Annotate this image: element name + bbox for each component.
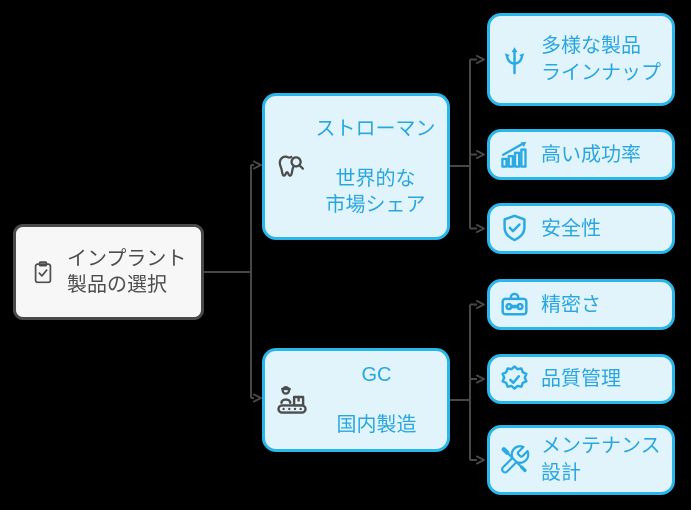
diverging-arrows-icon	[498, 40, 531, 80]
label-line: 国内製造	[336, 414, 417, 436]
branch-title: ストローマン	[315, 117, 436, 140]
branch-subtitle: 世界的な 市場シェア	[310, 166, 441, 218]
label-line: ラインナップ	[541, 61, 661, 84]
node-quality-control: 品質管理	[487, 354, 675, 404]
label-line: 高い成功率	[541, 143, 641, 166]
node-label: インプラント 製品の選択	[67, 246, 186, 298]
label-line: メンテナンス	[541, 435, 661, 457]
label-line: 安全性	[541, 217, 601, 240]
node-label: ストローマン 世界的な 市場シェア	[310, 116, 441, 218]
growth-chart-icon	[498, 138, 531, 171]
clipboard-check-icon	[31, 257, 55, 288]
quality-badge-icon	[498, 363, 531, 396]
branch-title: GC	[361, 364, 392, 386]
label-line: インプラント	[67, 248, 187, 270]
node-product-lineup: 多様な製品 ラインナップ	[487, 13, 675, 106]
node-label: 安全性	[541, 216, 601, 242]
label-line: 精密さ	[541, 293, 601, 316]
node-safety: 安全性	[487, 203, 675, 254]
node-label: GC 国内製造	[312, 362, 441, 438]
node-label: 高い成功率	[541, 142, 641, 168]
label-line: 多様な製品	[541, 34, 641, 57]
label-line: 市場シェア	[325, 193, 426, 216]
node-implant-selection: インプラント 製品の選択	[13, 224, 204, 320]
node-maintenance-design: メンテナンス 設計	[487, 425, 675, 495]
node-label: 精密さ	[541, 292, 601, 318]
tooth-magnifier-icon	[274, 148, 308, 186]
shield-check-icon	[498, 212, 531, 245]
label-line: 品質管理	[541, 368, 621, 390]
branch-subtitle: 国内製造	[312, 412, 441, 438]
node-straumann: ストローマン 世界的な 市場シェア	[262, 93, 450, 240]
node-label: メンテナンス 設計	[541, 433, 661, 487]
crossed-tools-icon	[498, 442, 531, 478]
node-precision: 精密さ	[487, 279, 675, 330]
node-label: 多様な製品 ラインナップ	[541, 33, 661, 87]
label-line: 製品の選択	[67, 274, 167, 296]
node-success-rate: 高い成功率	[487, 129, 675, 180]
label-line: 世界的な	[335, 167, 416, 190]
label-line: 設計	[541, 462, 581, 484]
factory-worker-icon	[274, 381, 310, 419]
node-label: 品質管理	[541, 366, 621, 392]
node-gc: GC 国内製造	[262, 348, 450, 452]
toolbox-wrench-icon	[498, 288, 531, 321]
